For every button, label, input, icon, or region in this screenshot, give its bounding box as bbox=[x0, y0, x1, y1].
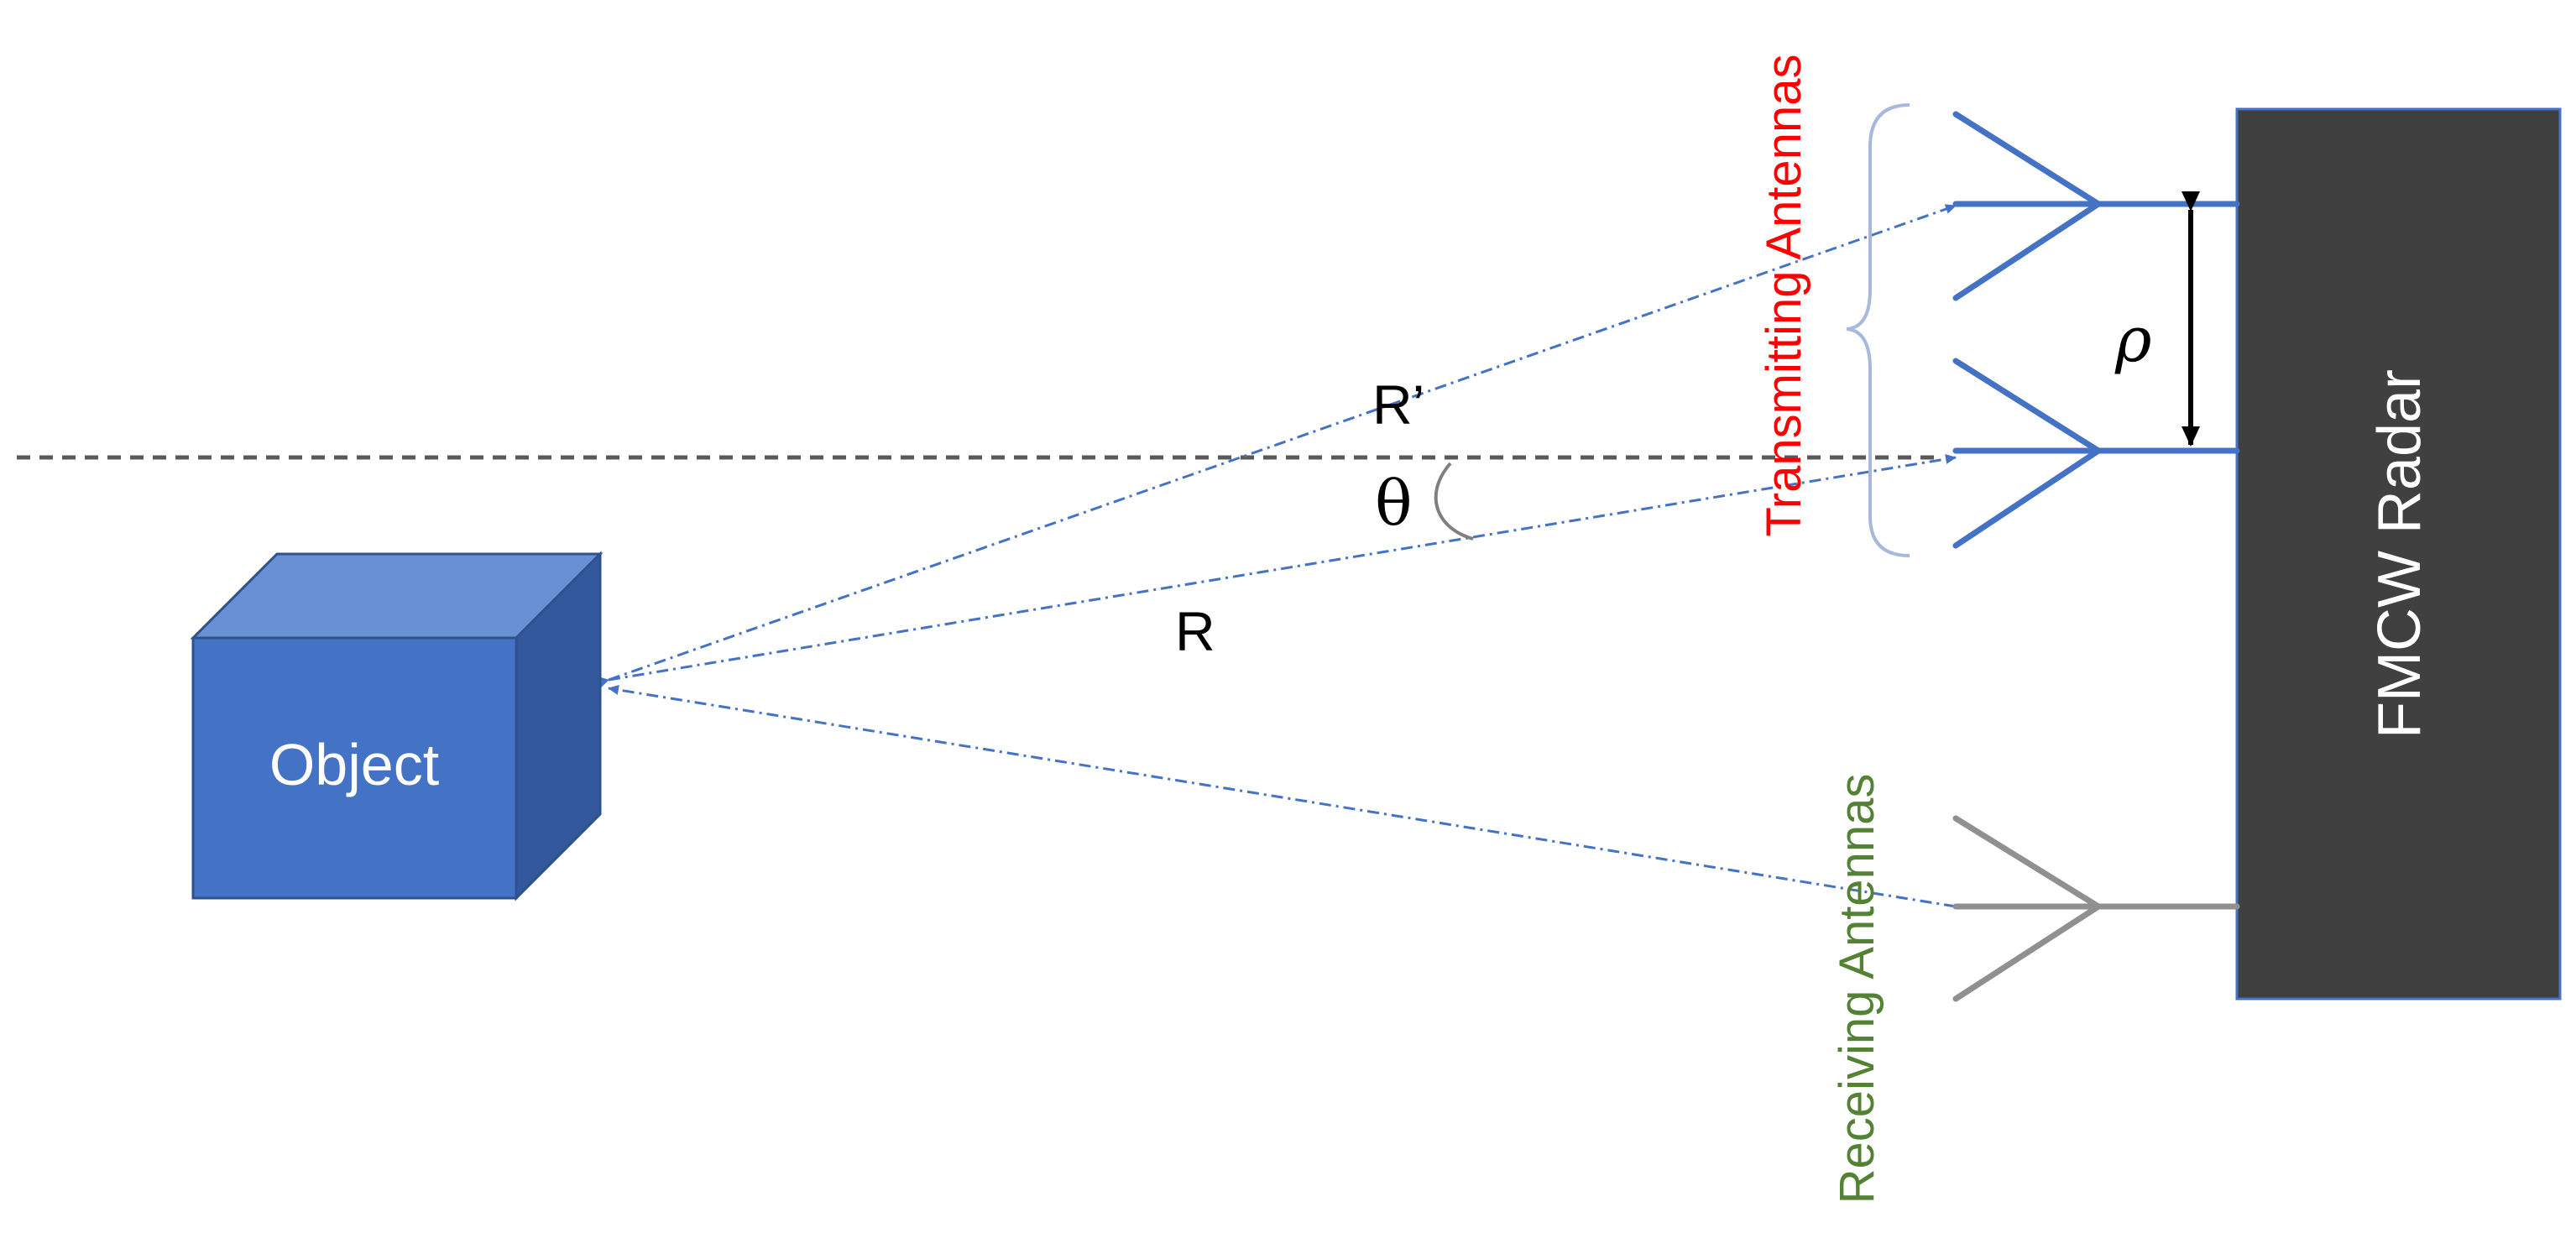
ray-return bbox=[608, 684, 1957, 908]
r-label: R bbox=[1175, 600, 1215, 662]
ray-r-prime bbox=[597, 204, 1957, 688]
tx-antenna-2 bbox=[1952, 358, 2240, 549]
receiving-antennas-label: Receiving Antennas bbox=[1830, 774, 1884, 1204]
radar-body bbox=[2235, 107, 2562, 1001]
transmitting-brace bbox=[1846, 103, 1910, 557]
transmitting-antennas-label: Transmitting Antennas bbox=[1757, 55, 1811, 537]
theta-arc bbox=[1434, 462, 1474, 541]
r-prime-label: R’ bbox=[1372, 374, 1424, 436]
object-label: Object bbox=[269, 732, 439, 797]
radar-label: FMCW Radar bbox=[2366, 369, 2433, 739]
rx-antenna bbox=[1952, 815, 2240, 1002]
theta-label: θ bbox=[1375, 468, 1413, 540]
ray-r bbox=[598, 454, 1957, 687]
object-cube bbox=[190, 551, 604, 901]
tx-antenna-1 bbox=[1952, 111, 2240, 301]
rho-label: ρ bbox=[2114, 304, 2152, 376]
object-cube-front bbox=[191, 636, 518, 900]
